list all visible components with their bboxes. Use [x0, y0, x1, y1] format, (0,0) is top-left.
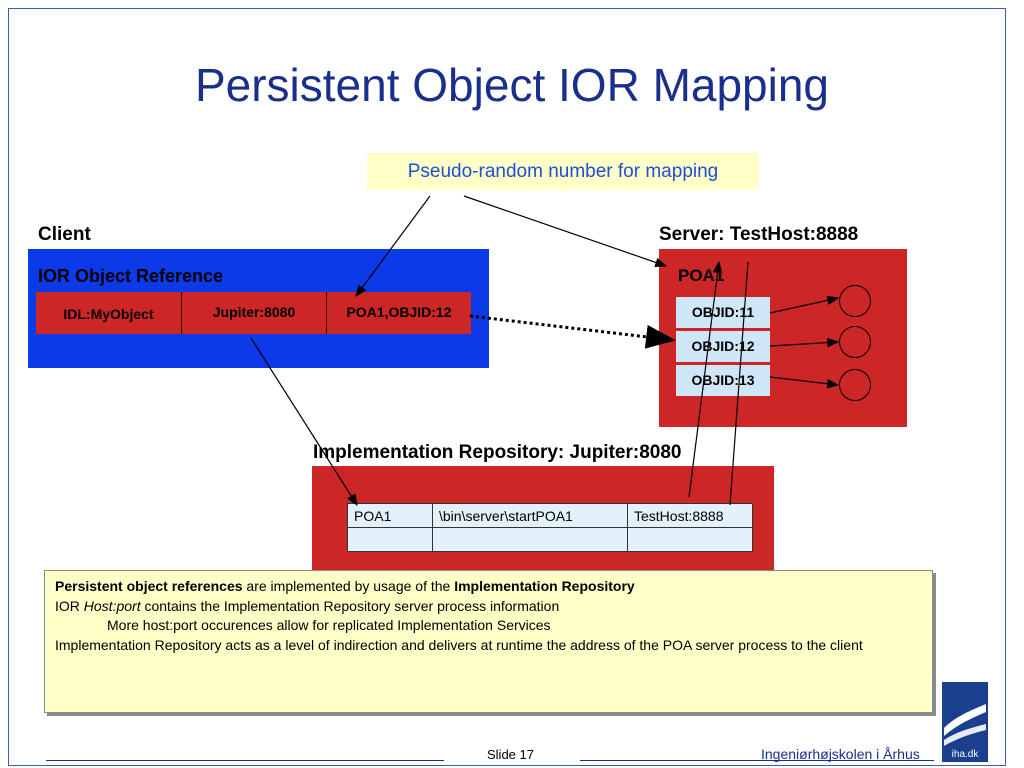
footer-rule-right — [580, 760, 934, 761]
table-row: POA1 \bin\server\startPOA1 TestHost:8888 — [347, 503, 753, 528]
ior-cell-host: Jupiter:8080 — [182, 292, 327, 334]
notes-line2-post: contains the Implementation Repository s… — [140, 597, 560, 614]
table-cell-path: \bin\server\startPOA1 — [432, 503, 628, 528]
logo-text: iha.dk — [952, 749, 980, 760]
objid-13: OBJID:13 — [676, 365, 770, 396]
notes-bold-impl-repo: Implementation Repository — [454, 578, 635, 594]
notes-line-2: IOR Host:port contains the Implementatio… — [55, 597, 922, 617]
impl-repo-table: POA1 \bin\server\startPOA1 TestHost:8888 — [347, 503, 753, 552]
impl-repo-label: Implementation Repository: Jupiter:8080 — [313, 442, 682, 463]
arrow-impl-to-poa1-a — [688, 260, 723, 498]
notes-line2-italic: Host:port — [83, 597, 141, 614]
arrow-callout-to-objectkey — [355, 195, 431, 297]
ior-cell-type: IDL:MyObject — [36, 292, 182, 334]
notes-line-4: Implementation Repository acts as a leve… — [55, 636, 863, 653]
objid-11: OBJID:11 — [676, 297, 770, 328]
table-cell-empty — [432, 527, 628, 552]
notes-line2-pre: IOR — [55, 597, 84, 614]
school-name: Ingeniørhøjskolen i Århus — [761, 746, 920, 762]
ior-reference: IDL:MyObject Jupiter:8080 POA1,OBJID:12 — [36, 292, 471, 334]
servant-circle-12 — [839, 326, 871, 358]
callout-pseudo-random: Pseudo-random number for mapping — [367, 153, 759, 190]
table-cell-host: TestHost:8888 — [627, 503, 753, 528]
table-cell-poa: POA1 — [347, 503, 433, 528]
table-row — [347, 527, 753, 552]
arrow-objid12-to-servant — [769, 337, 840, 348]
server-label: Server: TestHost:8888 — [659, 224, 859, 245]
ior-label: IOR Object Reference — [38, 266, 224, 286]
arrow-impl-to-poa1-b — [729, 261, 749, 506]
slide-number: Slide 17 — [487, 747, 534, 762]
arrow-dotted-ior-to-objid12 — [469, 314, 676, 349]
servant-circle-11 — [839, 285, 871, 317]
slide-frame — [8, 8, 1006, 766]
notes-line-1: Persistent object references are impleme… — [55, 577, 922, 597]
arrow-objid13-to-servant — [769, 376, 840, 389]
arrow-callout-to-poa1 — [463, 195, 668, 267]
slide-title: Persistent Object IOR Mapping — [194, 59, 830, 111]
arrow-host-to-impl-repo — [250, 337, 358, 507]
notes-textbox: Persistent object references are impleme… — [44, 570, 933, 713]
notes-bold-persistent: Persistent object references — [55, 578, 243, 594]
iha-logo-icon: iha.dk — [942, 682, 988, 762]
notes-line-3: More host:port occurences allow for repl… — [107, 617, 551, 633]
arrow-objid11-to-servant — [769, 295, 840, 314]
client-label: Client — [38, 224, 91, 245]
table-cell-empty — [627, 527, 753, 552]
ior-cell-objectkey: POA1,OBJID:12 — [346, 304, 452, 320]
notes-line1-mid: are implemented by usage of the — [242, 578, 455, 594]
servant-circle-13 — [839, 369, 871, 401]
poa-label: POA1 — [678, 266, 725, 285]
footer-rule-left — [46, 760, 444, 761]
